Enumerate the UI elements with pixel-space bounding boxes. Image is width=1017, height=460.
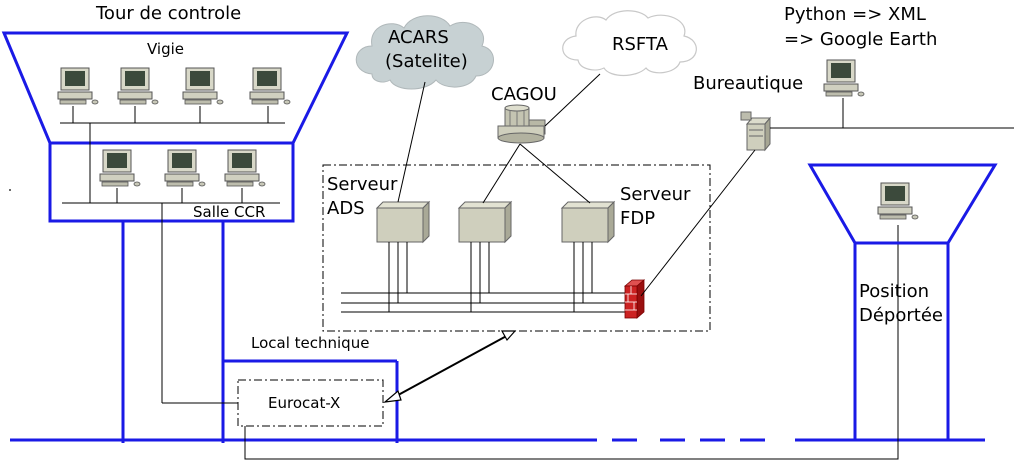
eurocat-box xyxy=(237,379,384,427)
server-fdp xyxy=(561,201,615,243)
server-middle xyxy=(458,201,512,243)
ccr-network xyxy=(62,188,280,404)
acars-label-1: ACARS xyxy=(388,27,449,48)
mainframe-icon xyxy=(497,104,546,144)
control-tower xyxy=(1,31,350,443)
vigie-label: Vigie xyxy=(147,40,184,58)
serveur-ads-label-1: Serveur xyxy=(327,174,398,195)
firewall-icon xyxy=(623,279,646,319)
server-ads xyxy=(376,201,430,243)
local-technique-label: Local technique xyxy=(251,334,369,352)
position-label-2: Déportée xyxy=(859,305,943,326)
serveur-fdp-label-1: Serveur xyxy=(620,184,691,205)
bureautique-server-icon xyxy=(740,111,772,152)
local-technique-building xyxy=(223,359,399,443)
wan-links xyxy=(397,73,601,204)
ccr-workstations xyxy=(99,149,266,187)
bureautique-label: Bureautique xyxy=(693,73,803,94)
bureautique-network xyxy=(640,98,1014,297)
server-zone-border xyxy=(322,164,711,332)
acars-cloud-icon xyxy=(355,15,494,90)
position-label-1: Position xyxy=(859,281,929,302)
python-label-2: => Google Earth xyxy=(784,29,937,50)
cagou-label: CAGOU xyxy=(491,84,557,105)
eurocat-server-arrow xyxy=(383,330,517,403)
acars-label-2: (Satelite) xyxy=(385,51,468,72)
tower-title: Tour de controle xyxy=(95,3,241,24)
remote-position-tower xyxy=(807,163,998,440)
stray-dot xyxy=(9,189,11,191)
eurocat-label: Eurocat-X xyxy=(268,394,340,412)
rsfta-label: RSFTA xyxy=(612,34,669,55)
vigie-workstations xyxy=(57,67,291,105)
python-label-1: Python => XML xyxy=(784,4,926,25)
serveur-ads-label-2: ADS xyxy=(327,198,365,219)
remote-position-workstation xyxy=(877,182,919,220)
rsfta-cloud-icon xyxy=(562,10,697,77)
vigie-network xyxy=(60,106,285,203)
salle-ccr-label: Salle CCR xyxy=(193,203,265,221)
server-bus xyxy=(341,242,626,313)
serveur-fdp-label-2: FDP xyxy=(620,208,655,229)
eurocat-to-position-link xyxy=(244,225,899,460)
bureautique-workstation xyxy=(823,59,865,97)
